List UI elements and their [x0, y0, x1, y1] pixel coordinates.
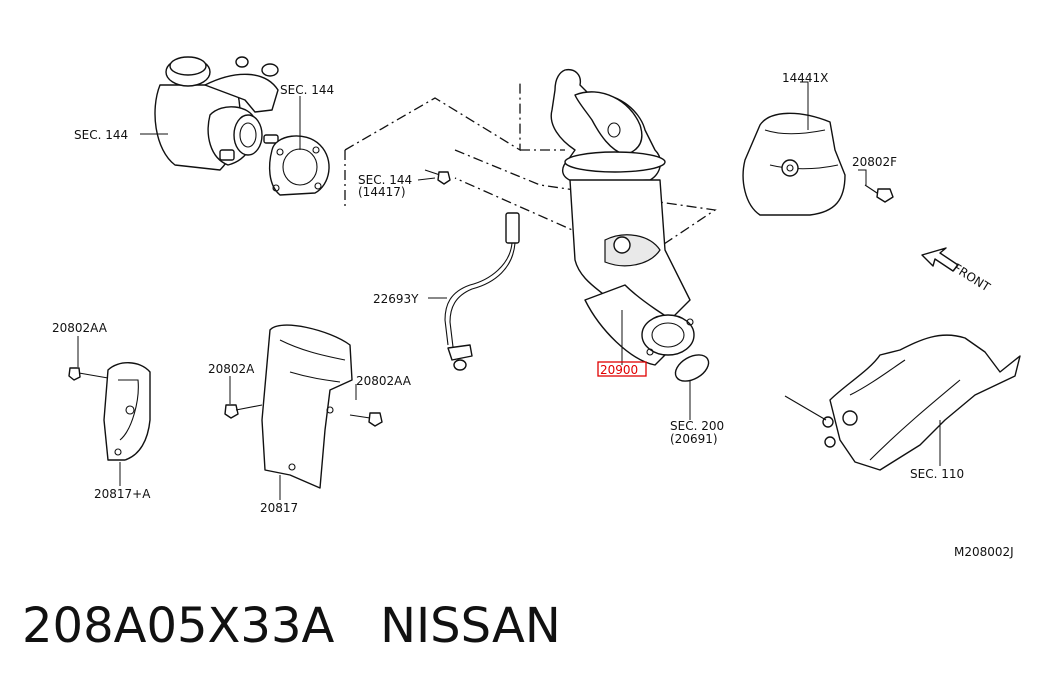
label-bolt-20802aa-left[interactable]: 20802AA [52, 321, 108, 335]
label-front: FRONT [950, 261, 993, 295]
label-bolt-20802aa-mid[interactable]: 20802AA [356, 374, 412, 388]
leader-lines [77, 81, 941, 500]
part-caption: 208A05X33A NISSAN [22, 598, 561, 654]
label-insulator-20817a[interactable]: 20817+A [94, 487, 151, 501]
label-sec144-bolt-sub: (14417) [358, 185, 406, 199]
label-sec144-bolt[interactable]: SEC. 144 [358, 173, 412, 187]
front-arrow-icon [921, 247, 959, 272]
bolt-20802aa-mid-drawing [349, 412, 383, 427]
label-bolt-20802a[interactable]: 20802A [208, 362, 255, 376]
upper-heat-insulator-drawing [742, 112, 846, 216]
engine-block-drawing [784, 334, 1021, 471]
label-sec110[interactable]: SEC. 110 [910, 467, 964, 481]
brand-name: NISSAN [380, 598, 561, 654]
catalyst-converter-drawing [550, 68, 695, 366]
label-bolt-20802f[interactable]: 20802F [852, 155, 897, 169]
label-insulator-20817[interactable]: 20817 [260, 501, 298, 515]
label-sensor-22693y[interactable]: 22693Y [373, 292, 419, 306]
catalyst-label-highlight [597, 361, 647, 377]
label-catalyst-20900[interactable]: 20900 [600, 363, 638, 377]
label-figure-code: M208002J [954, 545, 1014, 559]
heat-insulator-20817a-drawing [103, 362, 151, 461]
caption-spacer [334, 598, 380, 654]
label-sec200-sub: (20691) [670, 432, 718, 446]
label-heat-insulator-14441x[interactable]: 14441X [782, 71, 828, 85]
gasket-sec200-drawing [674, 354, 710, 382]
label-sec144-turbo[interactable]: SEC. 144 [74, 128, 128, 142]
label-sec144-top[interactable]: SEC. 144 [280, 83, 334, 97]
part-number: 208A05X33A [22, 598, 335, 654]
turbocharger-drawing [154, 56, 279, 171]
heat-insulator-20817-drawing [261, 324, 353, 489]
bolt-14417-drawing [424, 169, 451, 185]
bolt-20802a-drawing [224, 404, 263, 419]
bolt-20802aa-left-drawing [68, 367, 109, 381]
bolt-20802f-drawing [864, 184, 894, 203]
label-sec200[interactable]: SEC. 200 [670, 419, 724, 433]
turbo-gasket-drawing [268, 135, 330, 196]
oxygen-sensor-drawing [444, 212, 520, 371]
